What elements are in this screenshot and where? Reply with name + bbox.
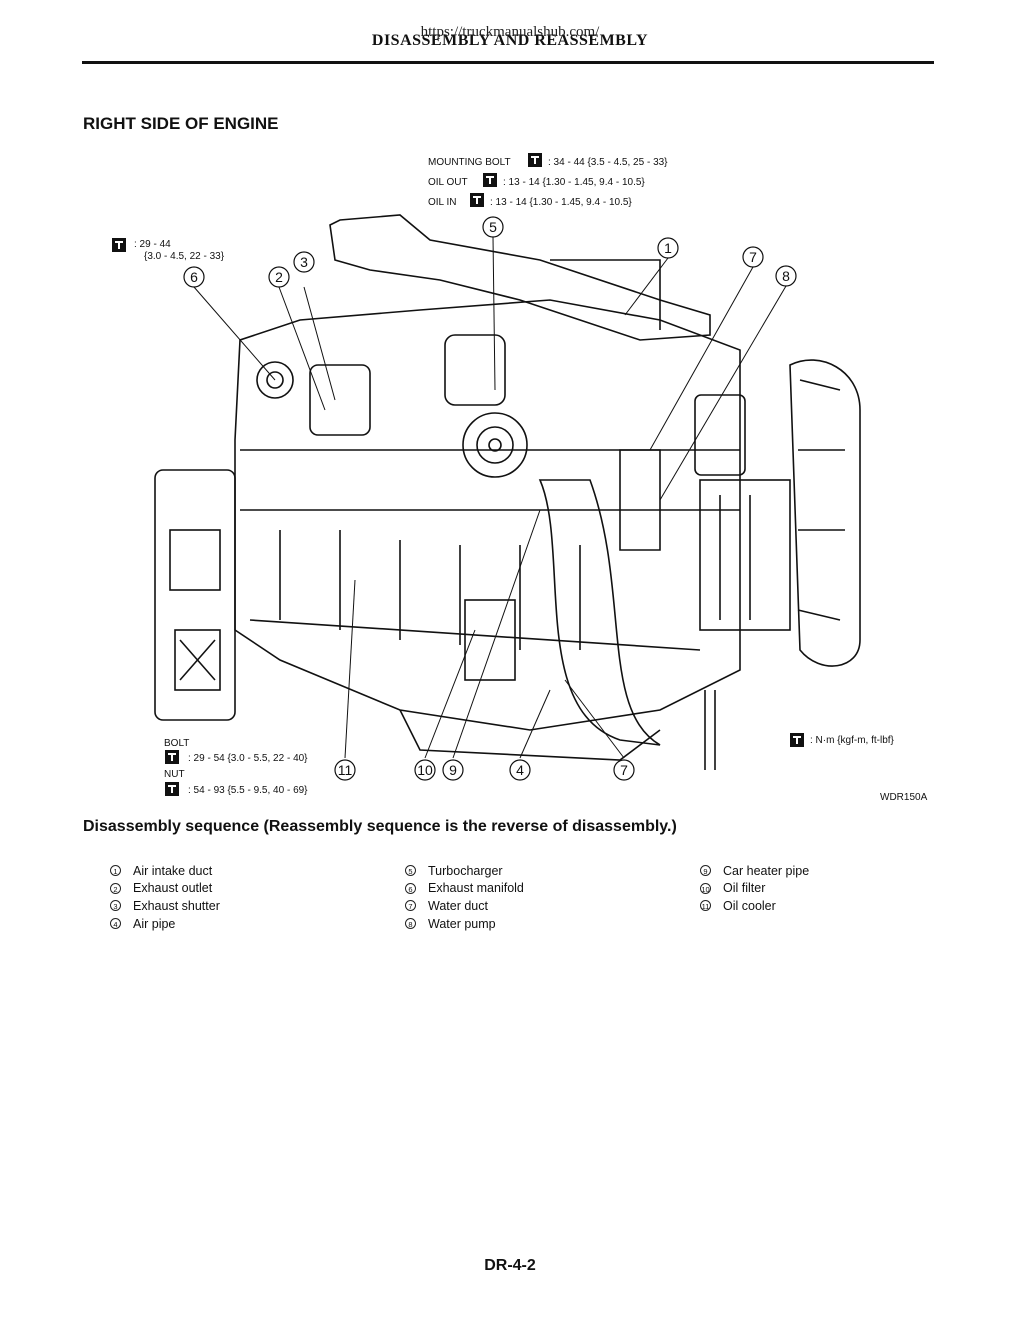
part-name: Exhaust manifold bbox=[428, 881, 524, 896]
callout-1: 1 bbox=[664, 240, 672, 256]
part-number: 8 bbox=[405, 918, 416, 930]
torque-wrench-t-icon bbox=[470, 193, 484, 207]
callout-circle bbox=[268, 266, 290, 288]
engine-diagram: MOUNTING BOLT : 34 - 44 {3.5 - 4.5, 25 -… bbox=[100, 150, 940, 810]
callout-circle bbox=[183, 266, 205, 288]
callout-circle bbox=[775, 265, 797, 287]
list-item: 1 Air intake duct bbox=[110, 862, 370, 880]
callout-circle bbox=[334, 759, 356, 781]
list-item: 7 Water duct bbox=[405, 897, 665, 915]
section-title: RIGHT SIDE OF ENGINE bbox=[83, 114, 279, 133]
part-number: 10 bbox=[700, 882, 711, 894]
part-number: 5 bbox=[405, 865, 416, 877]
oil-out-value: : 13 - 14 {1.30 - 1.45, 9.4 - 10.5} bbox=[503, 177, 645, 188]
callout-circle bbox=[414, 759, 436, 781]
torque-wrench-t-icon bbox=[790, 733, 804, 747]
parts-column-2: 5 Turbocharger 6 Exhaust manifold 7 Water d… bbox=[405, 862, 665, 932]
part-name: Oil cooler bbox=[723, 898, 776, 913]
engine-illustration: MOUNTING BOLT : 34 - 44 {3.5 - 4.5, 25 -… bbox=[112, 153, 928, 803]
part-name: Water pump bbox=[428, 916, 496, 931]
part-number: 7 bbox=[405, 900, 416, 912]
callout-6: 6 bbox=[190, 269, 198, 285]
watermark-url[interactable]: https://truckmanualshub.com/ bbox=[420, 24, 600, 40]
list-item: 11 Oil cooler bbox=[700, 897, 960, 915]
figure-id: WDR150A bbox=[880, 792, 928, 803]
part-number: 4 bbox=[110, 918, 121, 930]
mounting-bolt-label: MOUNTING BOLT bbox=[428, 157, 511, 168]
callout-3: 3 bbox=[300, 254, 308, 270]
oil-in-label: OIL IN bbox=[428, 197, 457, 208]
callout-circle bbox=[509, 759, 531, 781]
part-name: Oil filter bbox=[723, 881, 766, 896]
part-name: Air intake duct bbox=[133, 863, 213, 878]
left-torque-value-2: {3.0 - 4.5, 22 - 33} bbox=[144, 251, 225, 262]
callout-circle bbox=[657, 237, 679, 259]
callout-circle bbox=[293, 251, 315, 273]
torque-wrench-t-icon bbox=[165, 782, 179, 796]
part-number: 6 bbox=[405, 882, 416, 894]
callout-8: 8 bbox=[782, 268, 790, 284]
list-item: 4 Air pipe bbox=[110, 915, 370, 933]
callouts bbox=[183, 216, 797, 781]
callout-11: 11 bbox=[338, 762, 353, 778]
parts-column-3: 9 Car heater pipe 10 Oil filter 11 Oil cool… bbox=[700, 862, 960, 915]
part-number: 3 bbox=[110, 900, 121, 912]
callout-circle bbox=[613, 759, 635, 781]
callout-circle bbox=[482, 216, 504, 238]
callout-9: 9 bbox=[449, 762, 457, 778]
part-name: Turbocharger bbox=[428, 863, 503, 878]
nut-label: NUT bbox=[164, 769, 185, 780]
page-header-title: DISASSEMBLY AND REASSEMBLY bbox=[371, 32, 649, 49]
left-torque-value-1: : 29 - 44 bbox=[134, 239, 171, 250]
list-item: 9 Car heater pipe bbox=[700, 862, 960, 880]
part-name: Exhaust outlet bbox=[133, 881, 213, 896]
part-number: 9 bbox=[700, 865, 711, 877]
disassembly-sequence-title: Disassembly sequence (Reassembly sequenc… bbox=[83, 818, 677, 835]
oil-out-label: OIL OUT bbox=[428, 177, 468, 188]
header-rule bbox=[82, 61, 934, 64]
mounting-bolt-value: : 34 - 44 {3.5 - 4.5, 25 - 33} bbox=[548, 157, 668, 168]
part-name: Car heater pipe bbox=[723, 863, 810, 878]
part-name: Air pipe bbox=[133, 916, 176, 931]
torque-wrench-t-icon bbox=[528, 153, 542, 167]
torque-wrench-t-icon bbox=[165, 750, 179, 764]
bolt-value: : 29 - 54 {3.0 - 5.5, 22 - 40} bbox=[188, 753, 308, 764]
part-number: 1 bbox=[110, 865, 121, 877]
part-number: 2 bbox=[110, 882, 121, 894]
callout-2: 2 bbox=[275, 269, 283, 285]
callout-5: 5 bbox=[489, 219, 497, 235]
list-item: 10 Oil filter bbox=[700, 880, 960, 898]
callout-10: 10 bbox=[417, 762, 433, 778]
torque-spec-texts: MOUNTING BOLT : 34 - 44 {3.5 - 4.5, 25 -… bbox=[134, 157, 928, 803]
callout-circle bbox=[742, 246, 764, 268]
callout-circle bbox=[442, 759, 464, 781]
leader-lines bbox=[193, 236, 787, 759]
part-number: 11 bbox=[700, 900, 711, 912]
list-item: 5 Turbocharger bbox=[405, 862, 665, 880]
callout-7-top: 7 bbox=[749, 249, 757, 265]
list-item: 8 Water pump bbox=[405, 915, 665, 933]
list-item: 2 Exhaust outlet bbox=[110, 880, 370, 898]
parts-column-1: 1 Air intake duct 2 Exhaust outlet 3 Exhaus… bbox=[110, 862, 370, 932]
engine-linework bbox=[154, 214, 861, 770]
callout-numbers: 1 2 3 4 5 6 7 7 8 9 10 11 bbox=[190, 219, 790, 778]
bolt-label: BOLT bbox=[164, 738, 189, 749]
part-name: Water duct bbox=[428, 898, 488, 913]
unit-legend: : N·m {kgf-m, ft-lbf} bbox=[810, 735, 895, 746]
callout-4: 4 bbox=[516, 762, 524, 778]
part-name: Exhaust shutter bbox=[133, 898, 220, 913]
list-item: 6 Exhaust manifold bbox=[405, 880, 665, 898]
list-item: 3 Exhaust shutter bbox=[110, 897, 370, 915]
torque-icons bbox=[112, 153, 804, 796]
torque-wrench-t-icon bbox=[112, 238, 126, 252]
callout-7-bottom: 7 bbox=[620, 762, 628, 778]
torque-wrench-t-icon bbox=[483, 173, 497, 187]
oil-in-value: : 13 - 14 {1.30 - 1.45, 9.4 - 10.5} bbox=[490, 197, 632, 208]
page-number: DR-4-2 bbox=[484, 1257, 536, 1274]
nut-value: : 54 - 93 {5.5 - 9.5, 40 - 69} bbox=[188, 785, 308, 796]
